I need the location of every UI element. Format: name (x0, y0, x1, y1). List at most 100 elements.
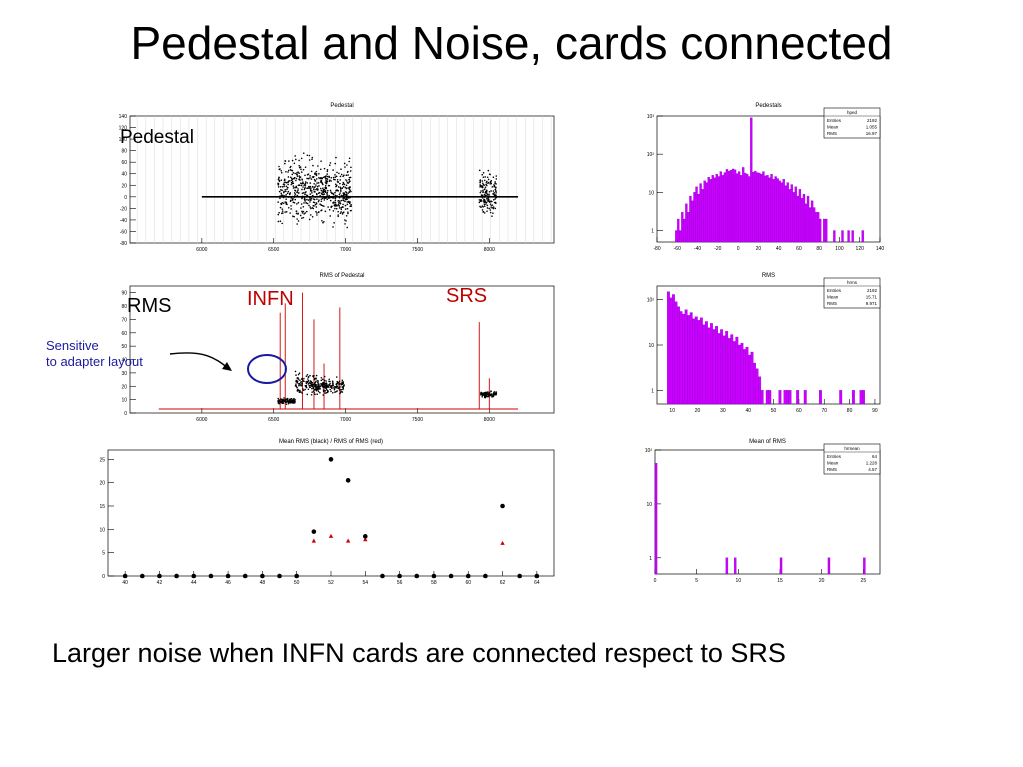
data-point (344, 223, 346, 225)
data-point (335, 156, 337, 159)
data-point (304, 200, 306, 202)
data-point (306, 182, 309, 184)
data-point (278, 165, 280, 168)
hist-bar (725, 169, 729, 243)
hist-bar (695, 186, 698, 243)
black-marker (260, 573, 265, 579)
data-point (329, 189, 332, 192)
data-point (293, 162, 296, 165)
y-tick-label: 10² (645, 448, 653, 454)
hist-bar (725, 331, 729, 405)
data-point (279, 195, 282, 198)
data-point (346, 226, 349, 229)
data-point (322, 196, 325, 199)
pedestal-scatter-chart: Pedestal140120100806040200-20-40-60-8060… (119, 103, 555, 253)
data-point (315, 374, 318, 377)
hist-bar (758, 172, 761, 243)
x-tick-label: 64 (534, 580, 540, 584)
hist-bar (760, 390, 764, 405)
data-point (345, 174, 348, 177)
data-point (291, 198, 294, 201)
data-point (341, 213, 344, 215)
hist-bar (851, 230, 854, 243)
data-point (305, 386, 308, 388)
x-tick-label: 100 (835, 246, 844, 252)
data-point (488, 207, 490, 210)
y-tick-label: 120 (119, 126, 128, 132)
stats-label: RMS (827, 131, 837, 136)
data-point (308, 159, 311, 161)
data-point (338, 205, 341, 207)
data-point (335, 184, 338, 187)
data-point (290, 397, 293, 400)
hist-bar (737, 344, 741, 405)
hist-bar (735, 336, 739, 405)
data-point (322, 176, 325, 179)
data-point (310, 187, 312, 190)
x-tick-label: 52 (328, 580, 334, 584)
data-point (348, 195, 350, 198)
data-point (491, 186, 494, 188)
x-tick-label: 48 (260, 580, 266, 584)
data-point (315, 170, 318, 173)
data-point (320, 189, 323, 192)
data-point (340, 208, 343, 211)
hist-bar (859, 390, 863, 405)
data-point (494, 188, 497, 191)
stats-value: 1.055 (866, 125, 878, 130)
hist-bar (804, 203, 808, 243)
data-point (348, 160, 350, 163)
x-tick-label: 5 (695, 578, 698, 584)
hist-bar (721, 175, 725, 243)
data-point (300, 391, 302, 393)
hist-bar (810, 200, 814, 243)
data-point (311, 192, 313, 194)
data-point (349, 180, 351, 182)
data-point (315, 210, 317, 213)
data-point (282, 202, 285, 205)
hist-bar (756, 172, 759, 243)
data-point (486, 176, 489, 179)
stats-label: Entries (827, 454, 842, 459)
data-point (290, 179, 293, 182)
data-point (326, 389, 329, 392)
data-point (284, 181, 287, 184)
data-point (306, 154, 309, 157)
data-point (289, 166, 291, 169)
data-point (491, 206, 494, 209)
data-point (337, 186, 340, 188)
hist-bar (752, 171, 755, 243)
data-point (348, 176, 351, 179)
data-point (308, 386, 311, 389)
data-point (488, 392, 491, 394)
data-point (347, 174, 349, 176)
hist-bar (674, 301, 678, 405)
data-point (306, 373, 309, 376)
data-point (314, 385, 317, 388)
data-point (290, 177, 293, 180)
x-tick-label: 58 (431, 580, 437, 584)
data-point (277, 397, 279, 400)
data-point (346, 171, 349, 174)
data-point (298, 192, 300, 194)
data-point (340, 195, 343, 198)
data-point (344, 204, 347, 207)
data-point (297, 377, 299, 379)
data-point (327, 206, 329, 208)
data-point (290, 197, 293, 199)
data-point (298, 184, 301, 186)
hist-bar (744, 172, 747, 243)
data-point (486, 395, 489, 398)
data-point (288, 180, 290, 182)
hist-bar (776, 178, 779, 243)
y-tick-label: 0 (102, 574, 105, 580)
black-marker (225, 573, 231, 579)
data-point (486, 184, 488, 187)
x-tick-label: 8000 (484, 417, 495, 423)
data-point (297, 188, 299, 190)
black-marker (500, 503, 505, 509)
data-point (307, 388, 310, 391)
